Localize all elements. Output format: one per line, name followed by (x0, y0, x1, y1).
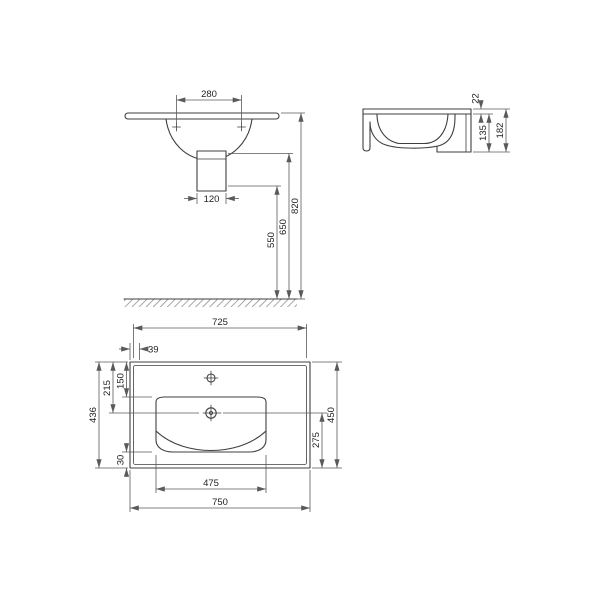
side-view: 22 135 182 (362, 93, 510, 153)
dim-39: 39 (119, 343, 159, 360)
faucet-hole-icon (203, 370, 219, 386)
plan-dim-436-label: 436 (88, 407, 99, 423)
front-dim-550-label: 550 (266, 232, 277, 248)
dim-120: 120 (184, 193, 239, 205)
plan-dim-215-label: 215 (102, 380, 113, 396)
plan-dim-725-label: 725 (212, 317, 228, 328)
plan-dim-450-label: 450 (326, 407, 337, 423)
floor-hatch (123, 298, 298, 307)
side-dim-22-label: 22 (471, 93, 482, 104)
front-view: 280 120 550 650 820 (123, 89, 305, 307)
mounting-bolt-right-icon (237, 122, 246, 132)
plan-dim-30-label: 30 (116, 455, 127, 466)
dim-215: 215 (102, 362, 116, 413)
plan-dim-475-label: 475 (203, 478, 219, 489)
dim-135: 135 (473, 114, 510, 153)
dim-275: 275 (223, 412, 342, 469)
trap-box (196, 150, 227, 192)
dim-22: 22 (471, 93, 510, 123)
dim-450: 450 (312, 361, 342, 468)
front-dim-650-label: 650 (278, 219, 289, 235)
plan-dim-150-label: 150 (116, 373, 127, 389)
mounting-bolt-left-icon (172, 122, 181, 132)
side-dim-135-label: 135 (478, 125, 489, 141)
side-profile (362, 108, 472, 153)
dim-150: 150 (116, 362, 130, 397)
plan-outer-edge (129, 361, 311, 469)
plan-dim-275-label: 275 (311, 432, 322, 448)
dim-550: 550 (228, 185, 281, 299)
dim-436: 436 (88, 362, 102, 468)
drain-icon (202, 404, 222, 422)
dim-280: 280 (176, 89, 242, 124)
plan-inner-rim (133, 365, 307, 465)
basin-bottom-curve (155, 430, 267, 452)
dim-750: 750 (129, 470, 311, 512)
dim-820: 820 (281, 112, 305, 300)
dim-30: 30 (116, 443, 130, 477)
side-dim-182-label: 182 (495, 123, 506, 139)
plan-view: 725 39 215 150 436 30 (88, 317, 342, 512)
front-dim-280-label: 280 (201, 89, 217, 100)
plan-dim-39-label: 39 (148, 345, 159, 356)
dim-650: 650 (228, 153, 293, 299)
dim-182: 182 (495, 109, 509, 152)
rim-profile (124, 112, 280, 120)
front-dim-120-label: 120 (204, 194, 220, 205)
front-dim-820-label: 820 (290, 198, 301, 214)
basin-opening (155, 396, 267, 453)
plan-dim-750-label: 750 (212, 497, 228, 508)
dim-725: 725 (133, 317, 307, 358)
dim-475: 475 (155, 455, 267, 493)
